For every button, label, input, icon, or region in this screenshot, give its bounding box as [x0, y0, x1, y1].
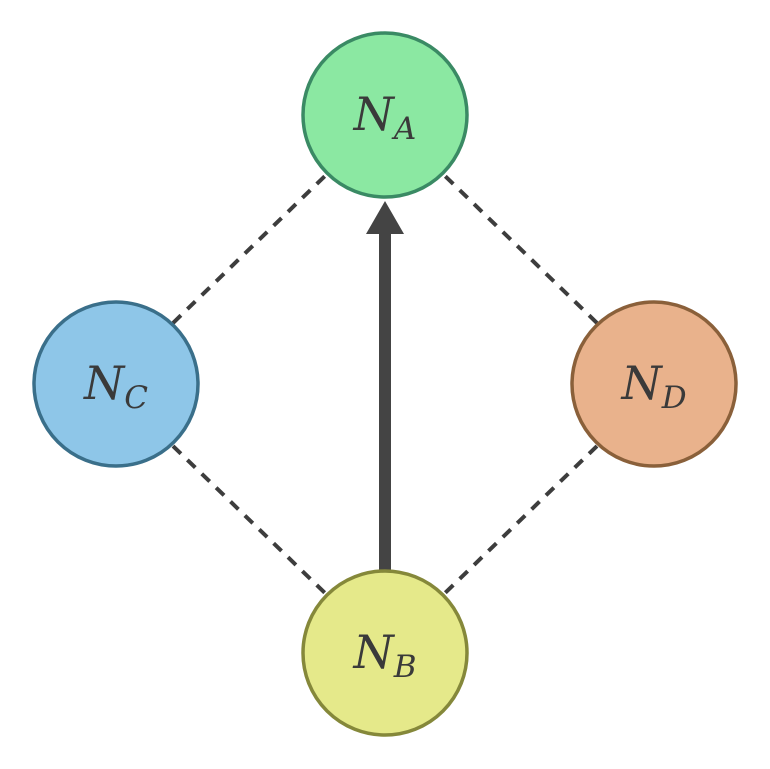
node-a: NA	[301, 31, 469, 199]
node-a-label: NA	[353, 87, 417, 147]
node-c: NC	[32, 300, 200, 468]
node-b-name: N	[352, 625, 395, 679]
node-d-label: ND	[620, 356, 686, 416]
node-d: ND	[570, 300, 738, 468]
node-a-subscript: A	[391, 111, 416, 147]
node-c-label: NC	[83, 356, 148, 416]
node-d-circle	[570, 300, 738, 468]
arrow-head	[366, 201, 404, 234]
edge-d-b	[442, 444, 599, 596]
edge-c-b	[171, 444, 328, 596]
node-c-circle	[32, 300, 200, 468]
node-b-label: NB	[352, 625, 416, 685]
edge-c-a	[171, 173, 328, 325]
node-d-name: N	[620, 356, 663, 410]
node-c-subscript: C	[124, 380, 148, 416]
node-a-name: N	[353, 87, 396, 141]
node-d-subscript: D	[661, 380, 687, 416]
node-b-subscript: B	[393, 649, 417, 685]
edge-d-a	[442, 173, 599, 325]
node-b-circle	[301, 569, 469, 737]
node-a-circle	[301, 31, 469, 199]
node-c-name: N	[83, 356, 126, 410]
node-b: NB	[301, 569, 469, 737]
